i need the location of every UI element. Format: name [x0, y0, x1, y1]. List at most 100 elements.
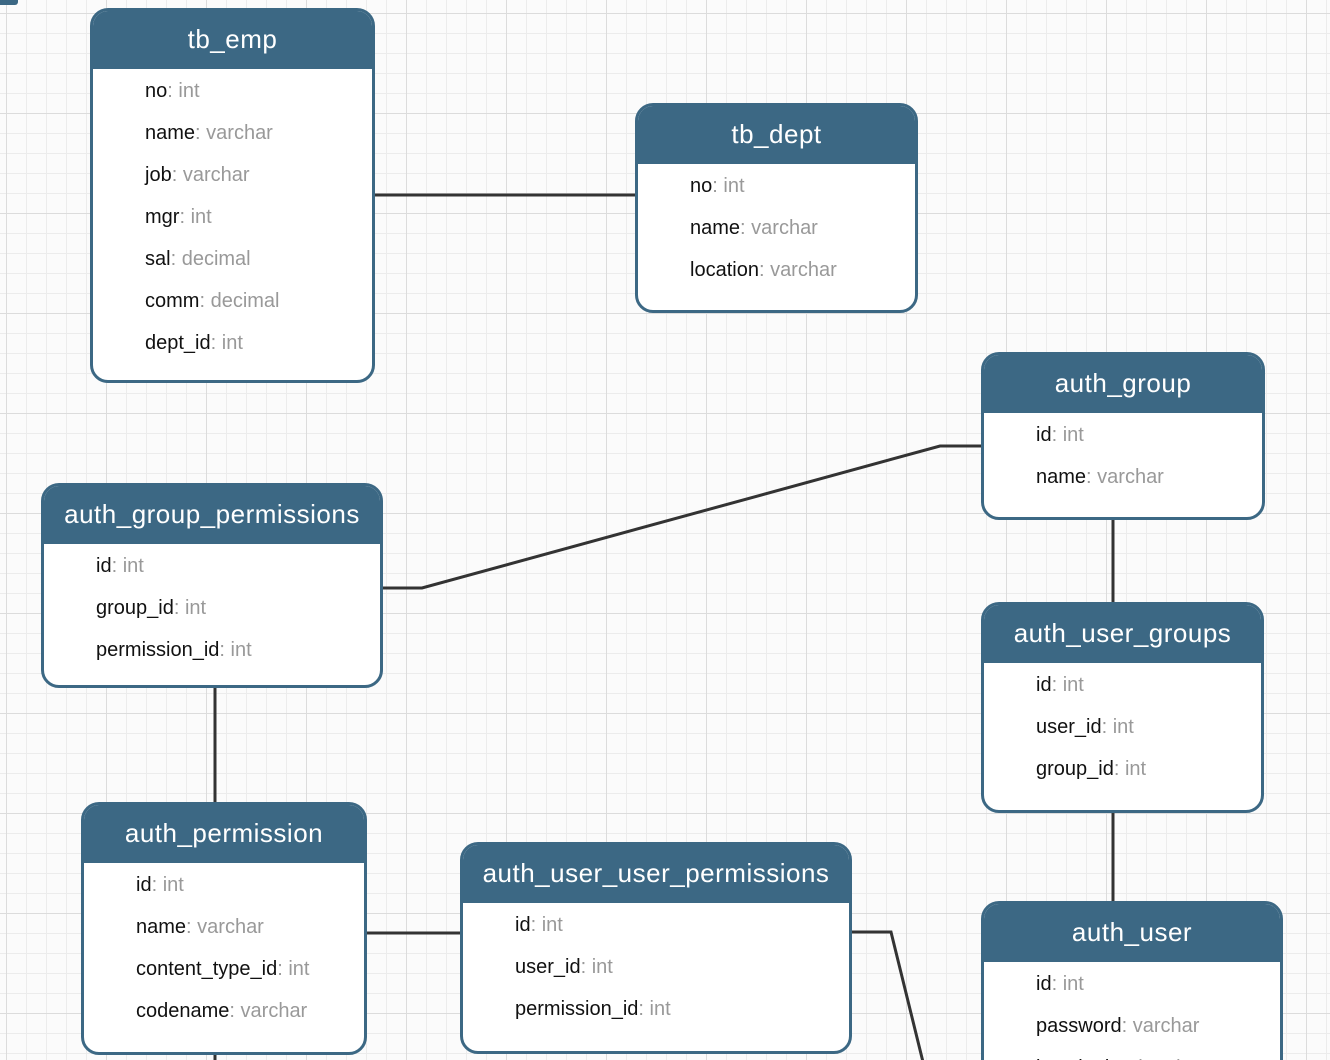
field-row[interactable]: idint [1036, 963, 1270, 1005]
field-type: int [167, 80, 199, 102]
field-row[interactable]: jobvarchar [145, 154, 362, 196]
field-row[interactable]: idint [136, 864, 354, 906]
field-name: sal [145, 248, 171, 270]
field-type: int [179, 206, 211, 228]
partial-offscreen-table-fragment [0, 0, 18, 5]
entity-auth_group_permissions[interactable]: auth_group_permissionsidintgroup_idintpe… [41, 483, 383, 688]
field-type: int [277, 958, 309, 980]
field-type: int [112, 555, 144, 577]
field-name: mgr [145, 206, 180, 228]
entity-title: auth_permission [124, 818, 324, 848]
field-type: int [152, 874, 184, 896]
field-name: codename [136, 1000, 230, 1022]
entity-auth_group[interactable]: auth_groupidintnamevarchar [981, 352, 1265, 520]
field-type: int [531, 914, 563, 936]
field-row[interactable]: idint [515, 904, 839, 946]
field-row[interactable]: namevarchar [1036, 456, 1252, 498]
entity-auth_user_groups[interactable]: auth_user_groupsidintuser_idintgroup_idi… [981, 602, 1264, 813]
field-name: name [136, 916, 187, 938]
field-type: varchar [195, 122, 273, 144]
entity-field-list: idintgroup_idintpermission_idint [44, 543, 380, 681]
field-row[interactable]: mgrint [145, 196, 362, 238]
relationship-line-auth_user_user_permissions-offscreen-bottom [847, 930, 925, 1060]
field-row[interactable]: dept_idint [145, 322, 362, 364]
field-name: id [1036, 973, 1052, 995]
field-name: no [145, 80, 168, 102]
entity-title: tb_dept [731, 119, 822, 149]
field-row[interactable]: idint [96, 545, 370, 587]
entity-auth_user_user_permissions[interactable]: auth_user_user_permissionsidintuser_idin… [460, 842, 852, 1054]
field-name: last_login [1036, 1057, 1121, 1060]
entity-header[interactable]: auth_group_permissions [44, 486, 380, 544]
field-row[interactable]: passwordvarchar [1036, 1005, 1270, 1047]
field-type: varchar [229, 1000, 307, 1022]
field-name: name [145, 122, 196, 144]
field-name: permission_id [96, 639, 220, 661]
field-row[interactable]: codenamevarchar [136, 990, 354, 1032]
field-type: decimal [171, 248, 251, 270]
field-type: int [1052, 424, 1084, 446]
field-row[interactable]: permission_idint [515, 988, 839, 1030]
field-type: varchar [186, 916, 264, 938]
entity-header[interactable]: auth_group [984, 355, 1262, 413]
field-row[interactable]: namevarchar [690, 207, 905, 249]
field-type: int [219, 639, 251, 661]
field-type: varchar [740, 217, 818, 239]
field-row[interactable]: group_idint [96, 587, 370, 629]
field-type: int [1052, 973, 1084, 995]
field-row[interactable]: permission_idint [96, 629, 370, 671]
field-type: varchar [759, 259, 837, 281]
entity-title: auth_user_groups [1013, 618, 1232, 648]
field-row[interactable]: user_idint [515, 946, 839, 988]
field-row[interactable]: saldecimal [145, 238, 362, 280]
entity-tb_dept[interactable]: tb_deptnointnamevarcharlocationvarchar [635, 103, 918, 313]
entity-title: auth_group [1054, 368, 1192, 398]
field-name: id [1036, 674, 1052, 696]
entity-tb_emp[interactable]: tb_empnointnamevarcharjobvarcharmgrintsa… [90, 8, 375, 383]
field-name: id [96, 555, 112, 577]
entity-auth_user[interactable]: auth_useridintpasswordvarcharlast_logind… [981, 901, 1283, 1060]
entity-title: auth_user_user_permissions [482, 858, 830, 888]
entity-auth_permission[interactable]: auth_permissionidintnamevarcharcontent_t… [81, 802, 367, 1055]
field-name: id [515, 914, 531, 936]
entity-header[interactable]: auth_user_groups [984, 605, 1261, 663]
field-name: id [136, 874, 152, 896]
entity-header[interactable]: auth_user_user_permissions [463, 845, 849, 903]
field-type: int [581, 956, 613, 978]
field-name: user_id [1036, 716, 1102, 738]
entity-header[interactable]: auth_permission [84, 805, 364, 863]
field-row[interactable]: last_logindatetime [1036, 1047, 1270, 1060]
relationship-line-auth_group_permissions-auth_group [378, 444, 986, 590]
field-name: group_id [96, 597, 174, 619]
field-type: int [638, 998, 670, 1020]
entity-title: tb_emp [187, 24, 278, 54]
field-row[interactable]: commdecimal [145, 280, 362, 322]
entity-header[interactable]: tb_emp [93, 11, 372, 69]
field-row[interactable]: group_idint [1036, 748, 1251, 790]
field-row[interactable]: namevarchar [145, 112, 362, 154]
field-type: int [1052, 674, 1084, 696]
field-name: name [690, 217, 741, 239]
field-name: user_id [515, 956, 581, 978]
field-row[interactable]: noint [145, 70, 362, 112]
field-row[interactable]: idint [1036, 414, 1252, 456]
entity-field-list: idintnamevarcharcontent_type_idintcodena… [84, 862, 364, 1042]
field-type: int [712, 175, 744, 197]
field-row[interactable]: user_idint [1036, 706, 1251, 748]
entity-header[interactable]: tb_dept [638, 106, 915, 164]
entity-field-list: nointnamevarcharlocationvarchar [638, 163, 915, 301]
field-name: group_id [1036, 758, 1114, 780]
field-row[interactable]: idint [1036, 664, 1251, 706]
field-type: varchar [1122, 1015, 1200, 1037]
field-name: dept_id [145, 332, 211, 354]
field-row[interactable]: noint [690, 165, 905, 207]
field-row[interactable]: content_type_idint [136, 948, 354, 990]
field-row[interactable]: locationvarchar [690, 249, 905, 291]
field-type: datetime [1121, 1057, 1209, 1060]
field-row[interactable]: namevarchar [136, 906, 354, 948]
entity-header[interactable]: auth_user [984, 904, 1280, 962]
field-type: varchar [1086, 466, 1164, 488]
field-name: job [145, 164, 172, 186]
